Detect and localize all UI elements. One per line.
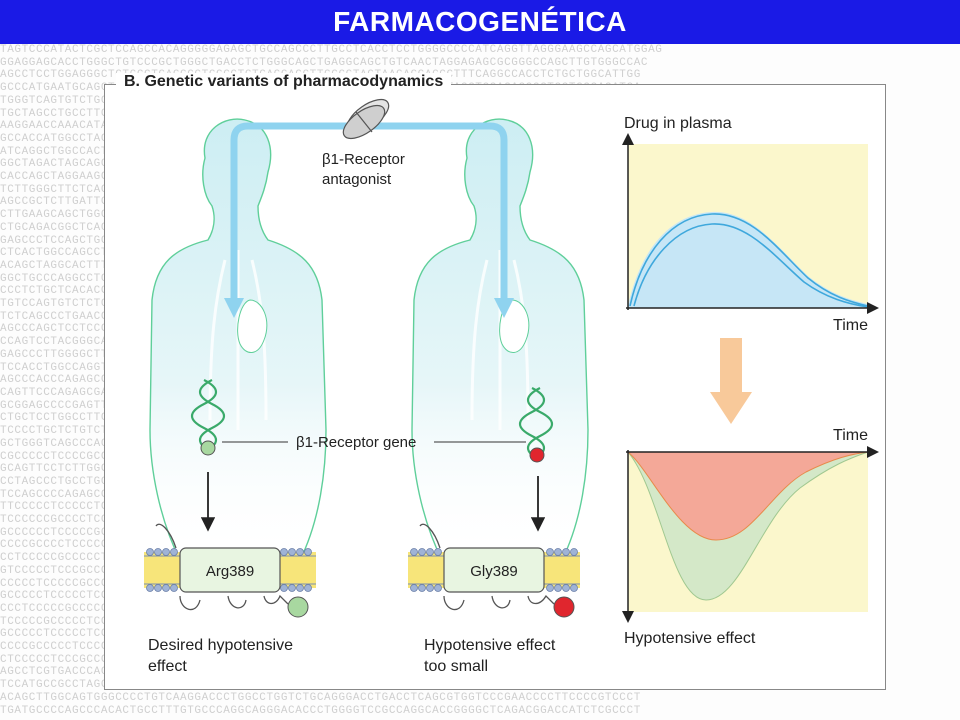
panel-title: B. Genetic variants of pharmacodynamics — [116, 73, 452, 91]
right-person-silhouette — [411, 118, 589, 561]
left-person-silhouette — [149, 118, 327, 561]
left-caption-line1: Desired hypotensive — [148, 637, 293, 654]
dna-sequence-line: GGAGGAGCACCTGGGCTGTCCCGCTGGGCTGACCTCTGGG… — [0, 56, 649, 69]
right-snp-marker — [529, 447, 545, 463]
dna-sequence-line: TGATGCCCCAGCCCACACTGCCTTTGTGCCCAGGCAGGGA… — [0, 704, 641, 717]
left-snp-marker — [200, 440, 216, 456]
dna-sequence-line: ACAGCTTGGCAGTGGGCCCCTGTCAAGGACCCTGGCCTGG… — [0, 691, 641, 704]
right-caption-line1: Hypotensive effect — [424, 637, 556, 654]
effect-chart: Time Hypotensive effect — [622, 427, 879, 647]
slide-title: FARMACOGENÉTICA — [333, 6, 627, 37]
left-dna-icon — [190, 379, 226, 453]
effect-chart-ylabel: Hypotensive effect — [624, 630, 756, 647]
pill-icon — [342, 98, 390, 140]
drug-label-line2: antagonist — [322, 171, 392, 188]
title-bar: FARMACOGENÉTICA — [0, 0, 960, 44]
right-caption-line2: too small — [424, 658, 488, 675]
plasma-chart: Drug in plasma Time — [622, 115, 879, 334]
right-receptor: Gly389 — [408, 523, 580, 618]
plasma-chart-xlabel: Time — [833, 317, 868, 334]
plasma-chart-ylabel: Drug in plasma — [624, 115, 732, 132]
left-variant-label: Arg389 — [206, 563, 254, 580]
right-dna-icon — [518, 387, 554, 461]
drug-label-line1: β1-Receptor — [322, 151, 405, 168]
gene-label: β1-Receptor gene — [296, 434, 416, 451]
dna-sequence-line: TAGTCCCATACTCGCTCCAGCCACAGGGGGAGAGCTGCCA… — [0, 44, 663, 56]
left-caption-line2: effect — [148, 658, 187, 675]
down-arrow-icon — [710, 338, 752, 424]
left-receptor: Arg389 — [144, 523, 316, 618]
effect-chart-xlabel: Time — [833, 427, 868, 444]
right-variant-label: Gly389 — [470, 563, 518, 580]
